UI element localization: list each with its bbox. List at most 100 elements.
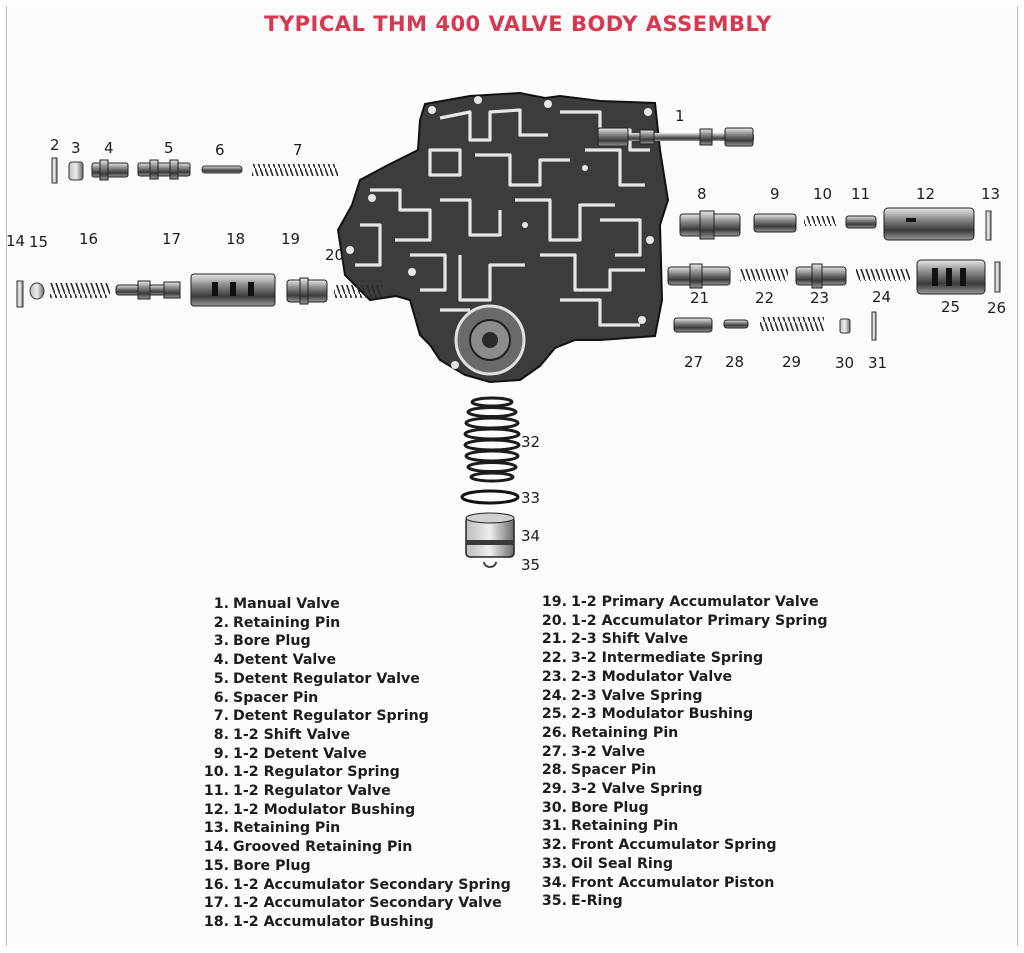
legend-item-label: Detent Regulator Valve [233,670,420,687]
accumulator-secondary-spring-part [50,283,110,298]
retaining-pin-part [51,157,58,184]
callout-32: 32 [521,433,540,451]
legend-item-label: 1-2 Detent Valve [233,745,367,762]
legend-item-number: 23. [541,668,567,685]
spacer-pin-part [201,165,243,174]
legend-item-label: 2-3 Modulator Bushing [571,706,754,723]
legend-item-number: 31. [541,818,567,835]
legend-item-number: 7. [213,708,229,725]
legend-item: 14.Grooved Retaining Pin [197,838,511,857]
legend-item-number: 10. [203,764,229,781]
legend-item-label: Front Accumulator Spring [571,837,777,854]
legend-item-label: Front Accumulator Piston [571,874,775,891]
legend-item-label: Grooved Retaining Pin [233,839,413,856]
modulator-bushing-1-2-part [883,207,975,241]
legend-item: 13.Retaining Pin [197,819,511,838]
callout-6: 6 [215,141,225,159]
legend-item-number: 4. [213,652,229,669]
callout-18: 18 [226,230,245,248]
callout-12: 12 [916,185,935,203]
legend-item-label: Bore Plug [233,633,311,650]
legend-item: 21.2-3 Shift Valve [535,630,828,649]
callout-10: 10 [813,185,832,203]
callout-8: 8 [697,185,707,203]
legend-item-number: 33. [541,855,567,872]
legend-item-label: 1-2 Regulator Valve [233,783,391,800]
legend-item: 30.Bore Plug [535,799,828,818]
bore-plug-part [68,161,84,181]
front-accumulator-piston-part [465,512,515,558]
callout-19: 19 [281,230,300,248]
callout-5: 5 [164,139,174,157]
detent-valve-1-2-part [753,213,797,233]
legend-item-label: Detent Valve [233,652,337,669]
callout-22: 22 [755,289,774,307]
legend-item-number: 34. [541,874,567,891]
intermediate-spring-3-2-part [740,269,788,281]
shift-valve-2-3-part [667,263,731,289]
legend-item-label: Oil Seal Ring [571,855,673,872]
legend-item: 16.1-2 Accumulator Secondary Spring [197,876,511,895]
legend-item-number: 29. [541,781,567,798]
retaining-pin-31-part [871,311,877,341]
callout-16: 16 [79,230,98,248]
callout-30: 30 [835,354,854,372]
regulator-spring-1-2-part [804,216,836,226]
legend-item-label: 2-3 Modulator Valve [571,668,733,685]
grooved-retaining-pin-part [16,280,24,308]
legend-item: 20.1-2 Accumulator Primary Spring [535,612,828,631]
callout-17: 17 [162,230,181,248]
legend-item-number: 17. [203,895,229,912]
accumulator-bushing-part [190,273,276,307]
legend-item-label: 1-2 Shift Valve [233,726,351,743]
callout-2: 2 [50,136,60,154]
legend-item-number: 13. [203,820,229,837]
valve-body-casting [336,91,670,384]
legend-item-number: 30. [541,799,567,816]
bore-plug-30-part [839,318,851,334]
legend-item-number: 14. [203,839,229,856]
regulator-valve-1-2-part [845,215,877,229]
legend-item-number: 24. [541,687,567,704]
legend-item-number: 28. [541,762,567,779]
primary-accumulator-valve-part [286,277,328,305]
legend-item-number: 25. [541,706,567,723]
legend-item-number: 5. [213,670,229,687]
legend-item: 32.Front Accumulator Spring [535,836,828,855]
callout-15: 15 [29,233,48,251]
legend-item-label: 1-2 Regulator Spring [233,764,400,781]
legend-item-number: 32. [541,837,567,854]
callout-3: 3 [71,139,81,157]
valve-spring-2-3-part [856,269,910,281]
legend-item-label: Bore Plug [571,799,649,816]
retaining-pin-26-part [994,261,1001,293]
callout-14: 14 [6,232,25,250]
legend-item-label: Detent Regulator Spring [233,708,429,725]
modulator-bushing-2-3-part [916,259,986,295]
accumulator-secondary-valve-part [115,280,181,300]
callout-33: 33 [521,489,540,507]
legend-item: 15.Bore Plug [197,857,511,876]
detent-regulator-spring-part [252,164,338,176]
legend-item: 29.3-2 Valve Spring [535,780,828,799]
legend-item: 12.1-2 Modulator Bushing [197,801,511,820]
legend-item: 3.Bore Plug [197,632,511,651]
callout-13: 13 [981,185,1000,203]
callout-11: 11 [851,185,870,203]
callout-35: 35 [521,556,540,574]
callout-31: 31 [868,354,887,372]
legend-item-number: 27. [541,743,567,760]
legend-item-number: 15. [203,857,229,874]
legend-item-label: Retaining Pin [571,724,679,741]
legend-item: 17.1-2 Accumulator Secondary Valve [197,894,511,913]
callout-7: 7 [293,141,303,159]
manual-valve-part [597,127,754,147]
detent-regulator-valve-part [137,159,191,180]
legend-item-number: 11. [203,783,229,800]
legend-item-number: 12. [203,801,229,818]
legend-item: 8.1-2 Shift Valve [197,726,511,745]
callout-25: 25 [941,298,960,316]
legend-item-label: Retaining Pin [233,614,341,631]
callout-4: 4 [104,139,114,157]
